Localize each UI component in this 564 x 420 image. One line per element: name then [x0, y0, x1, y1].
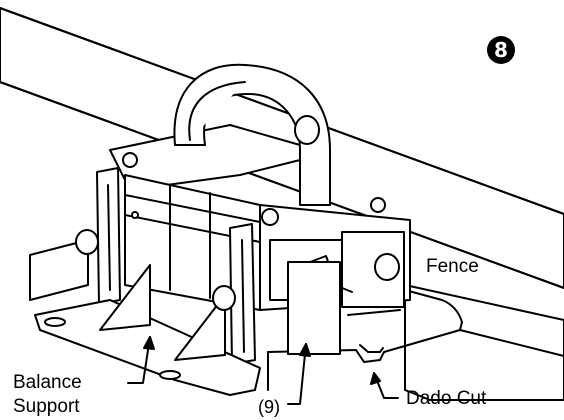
balance-support-label-line1: Balance — [13, 372, 82, 393]
fence-label: Fence — [426, 256, 479, 277]
step-number-badge: 8 — [487, 36, 515, 64]
part-9-leader — [287, 343, 307, 405]
balance-support-label-line2: Support — [13, 396, 80, 417]
jig-body — [109, 124, 411, 316]
balance-support-leader — [127, 336, 151, 384]
adjustment-knobs — [75, 229, 400, 355]
handle — [173, 63, 331, 206]
part-9-label: (9) — [258, 397, 280, 417]
dado-cut-label: Dado Cut — [406, 388, 487, 409]
base-board — [29, 239, 564, 401]
side-plates — [96, 167, 256, 365]
screw-heads — [122, 152, 386, 226]
leader-lines — [127, 336, 399, 405]
